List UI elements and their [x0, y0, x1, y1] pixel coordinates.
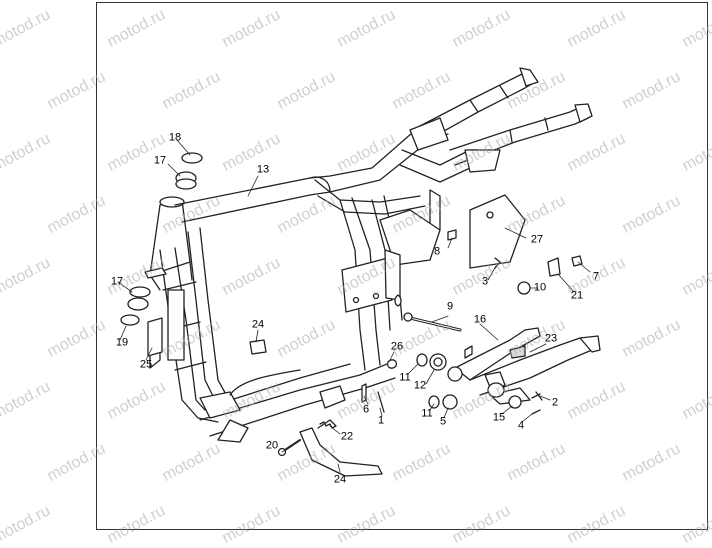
- callout-label: 23: [544, 332, 558, 345]
- callout-label: 10: [533, 281, 547, 294]
- kickstand-assembly: [277, 385, 383, 477]
- side-plate-27: [469, 194, 526, 269]
- callout-label: 25: [139, 358, 153, 371]
- bearings: [416, 281, 531, 410]
- callout-label: 24: [251, 318, 265, 331]
- backbone-tube: [174, 119, 449, 223]
- callout-label: 4: [517, 419, 525, 432]
- callout-label: 11: [421, 407, 433, 420]
- callout-label: 9: [446, 300, 454, 313]
- callout-label: 20: [265, 439, 279, 452]
- callout-label: 18: [168, 131, 182, 144]
- diagram-frame: [96, 2, 708, 530]
- callout-label: 3: [481, 275, 489, 288]
- callout-label: 15: [492, 411, 506, 424]
- callout-label: 17: [153, 154, 167, 167]
- swingarm: [454, 327, 601, 405]
- seat-post-tubes: [339, 195, 403, 371]
- callout-label: 11: [399, 371, 411, 384]
- callout-label: 21: [570, 289, 584, 302]
- rear-frame-stays: [399, 67, 593, 231]
- callout-label: 6: [362, 403, 370, 416]
- bracket-25: [147, 317, 163, 357]
- callout-label: 17: [110, 275, 124, 288]
- callout-label: 22: [340, 430, 354, 443]
- callout-label: 8: [433, 245, 441, 258]
- callout-label: 24: [333, 473, 347, 486]
- leader-lines: [117, 139, 591, 473]
- callout-label: 2: [551, 396, 559, 409]
- plate-23: [249, 339, 267, 355]
- lower-frame-rails: [199, 361, 396, 443]
- rear-frame-connector: [379, 209, 441, 307]
- callout-label: 12: [413, 379, 427, 392]
- frame-exploded-view: [117, 67, 601, 477]
- callout-label: 13: [256, 163, 270, 176]
- callout-label: 16: [473, 313, 487, 326]
- callout-label: 19: [115, 336, 129, 349]
- callout-label: 1: [377, 414, 385, 427]
- callout-label: 7: [592, 270, 600, 283]
- pivot-shaft: [403, 312, 462, 332]
- callout-label: 5: [439, 415, 447, 428]
- steering-bearings: [120, 152, 203, 326]
- callout-label: 26: [390, 340, 404, 353]
- callout-label: 27: [530, 233, 544, 246]
